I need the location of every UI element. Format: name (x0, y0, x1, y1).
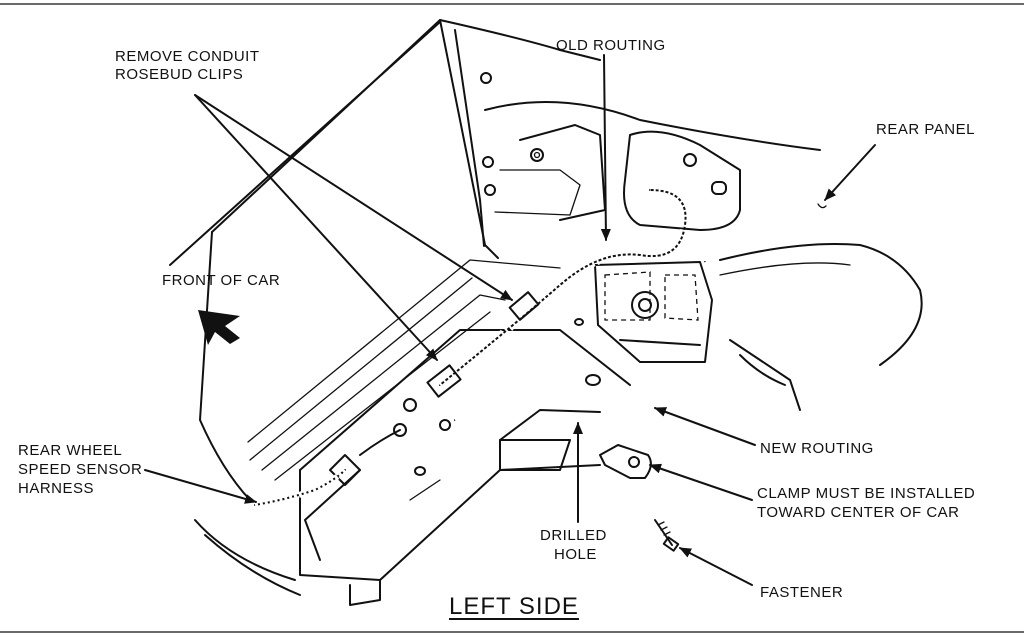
remove-clips-label-line2: ROSEBUD CLIPS (115, 66, 244, 83)
new-routing-harness (453, 260, 725, 424)
clamp-part (599, 444, 652, 479)
remove-clips-label-line1: REMOVE CONDUIT (115, 48, 260, 65)
diagram-caption: LEFT SIDE (449, 593, 579, 620)
clamp-label-line1: CLAMP MUST BE INSTALLED (757, 485, 976, 502)
frame-lines (0, 3, 1024, 633)
rear-wheel-label-line2: SPEED SENSOR (18, 461, 143, 478)
mounting-block (594, 261, 713, 363)
sensor-harness (254, 467, 348, 508)
front-of-car-arrow (198, 310, 240, 345)
front-of-car-label: FRONT OF CAR (162, 272, 281, 289)
leader-lines (144, 21, 876, 586)
rear-wheel-label-line1: REAR WHEEL (18, 442, 123, 459)
old-routing-label: OLD ROUTING (556, 37, 666, 54)
quarter-panel (194, 19, 601, 596)
rear-panel-structure (480, 72, 923, 411)
floor-bracket (299, 318, 631, 606)
drilled-hole-label-line2: HOLE (554, 546, 597, 563)
rear-panel-label: REAR PANEL (876, 121, 975, 138)
old-routing-conduit (437, 186, 690, 389)
harness-connectors (329, 291, 540, 486)
clamp-label-line2: TOWARD CENTER OF CAR (757, 504, 960, 521)
rear-wheel-label-line3: HARNESS (18, 480, 95, 497)
fastener-label: FASTENER (760, 584, 844, 601)
fastener-part (654, 519, 680, 552)
drilled-hole-label-line1: DRILLED (540, 527, 607, 544)
new-routing-label: NEW ROUTING (760, 440, 874, 457)
